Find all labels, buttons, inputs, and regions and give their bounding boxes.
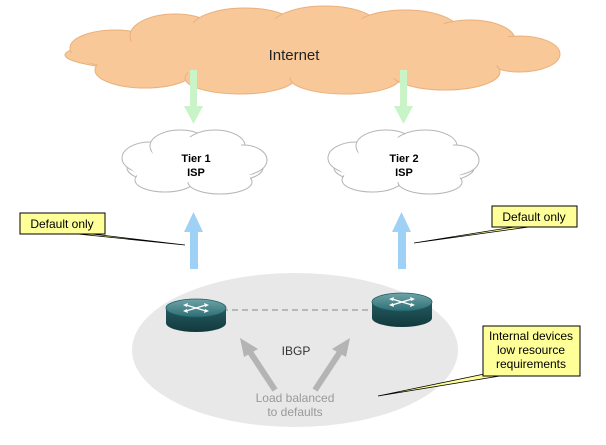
router-right-icon bbox=[371, 292, 433, 327]
tier2-label-line1: Tier 2 bbox=[389, 153, 418, 165]
tier1-label-line1: Tier 1 bbox=[181, 153, 210, 165]
callout-default-only-right: Default only bbox=[413, 205, 578, 244]
callout-internal-line1: Internal devices bbox=[489, 329, 573, 343]
load-balanced-line1: Load balanced bbox=[256, 391, 335, 405]
callout-internal-line3: requirements bbox=[496, 357, 566, 371]
up-arrow-left bbox=[184, 212, 203, 269]
load-balance-arrow-right bbox=[312, 338, 350, 392]
tier2-isp-cloud: Tier 2 ISP bbox=[327, 129, 480, 195]
up-arrow-right bbox=[392, 212, 411, 269]
router-left-icon bbox=[165, 298, 227, 332]
callout-internal-devices: Internal devices low resource requiremen… bbox=[377, 325, 581, 397]
tier1-isp-cloud: Tier 1 ISP bbox=[121, 129, 268, 195]
internet-cloud: Internet bbox=[64, 5, 561, 95]
load-balance-arrow-left bbox=[240, 338, 278, 392]
down-arrow-left bbox=[184, 70, 203, 124]
ibgp-label: IBGP bbox=[282, 344, 311, 358]
tier1-label-line2: ISP bbox=[187, 167, 205, 179]
callout-internal-line2: low resource bbox=[497, 343, 565, 357]
callout-default-only-left: Default only bbox=[19, 212, 186, 246]
callout-left-text: Default only bbox=[30, 217, 93, 231]
callout-right-text: Default only bbox=[502, 210, 565, 224]
tier2-label-line2: ISP bbox=[395, 167, 413, 179]
internet-label: Internet bbox=[269, 47, 321, 64]
load-balanced-line2: to defaults bbox=[267, 405, 322, 419]
down-arrow-right bbox=[394, 70, 413, 124]
